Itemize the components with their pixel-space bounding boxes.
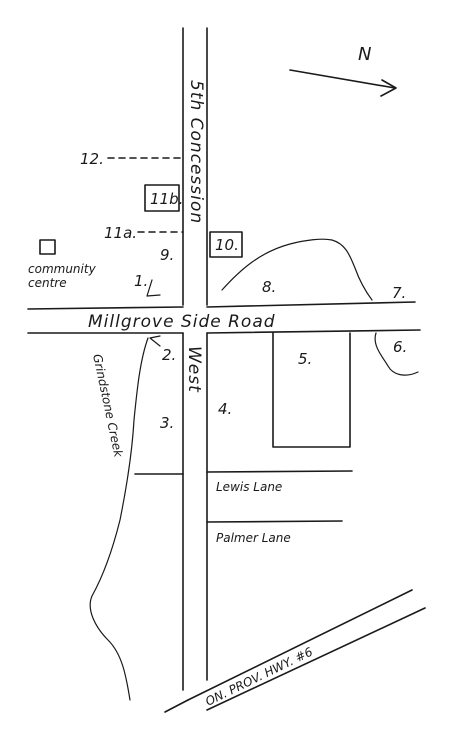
marker-11b-box bbox=[144, 184, 180, 212]
marker-11b: 11b. bbox=[150, 190, 183, 208]
marker-6: 6. bbox=[393, 338, 407, 356]
marker-8: 8. bbox=[262, 278, 276, 296]
marker-12: 12. bbox=[80, 150, 104, 168]
marker-5: 5. bbox=[298, 350, 312, 368]
concession-road bbox=[182, 27, 208, 691]
side-road bbox=[27, 301, 421, 334]
stream-6 bbox=[374, 332, 419, 376]
north-arrow-icon bbox=[289, 69, 397, 97]
palmer-lane-line bbox=[206, 520, 343, 523]
palmer-lane-label: Palmer Lane bbox=[216, 531, 291, 545]
marker-4: 4. bbox=[218, 400, 232, 418]
side-road-label: Millgrove Side Road bbox=[88, 312, 276, 332]
north-label: N bbox=[358, 44, 371, 65]
area-5-rect bbox=[272, 332, 351, 448]
grindstone-creek bbox=[89, 337, 149, 701]
marker-2: 2. bbox=[162, 346, 176, 364]
marker-3: 3. bbox=[160, 414, 174, 432]
highway-label: ON. PROV. HWY. #6 bbox=[203, 644, 315, 708]
community-centre-label-box: community centre bbox=[28, 262, 96, 290]
community-centre-icon bbox=[39, 239, 56, 255]
marker-10-box bbox=[209, 231, 243, 258]
lewis-lane-label: Lewis Lane bbox=[216, 480, 282, 494]
marker-1: 1. bbox=[134, 272, 148, 290]
lewis-lane-line bbox=[134, 470, 353, 475]
concession-label: 5th Concession bbox=[186, 80, 206, 224]
community-centre-label: community centre bbox=[28, 262, 96, 290]
highway-6 bbox=[164, 589, 426, 713]
marker-10: 10. bbox=[215, 236, 239, 254]
marker-9: 9. bbox=[160, 246, 174, 264]
creek-arrow bbox=[149, 335, 161, 347]
stream-east bbox=[221, 238, 373, 301]
marker-1-arrow bbox=[146, 279, 161, 297]
creek-label: Grindstone Creek bbox=[90, 353, 126, 460]
marker-11a: 11a. bbox=[104, 224, 137, 242]
marker-7: 7. bbox=[392, 284, 406, 302]
west-label: West bbox=[184, 346, 204, 393]
